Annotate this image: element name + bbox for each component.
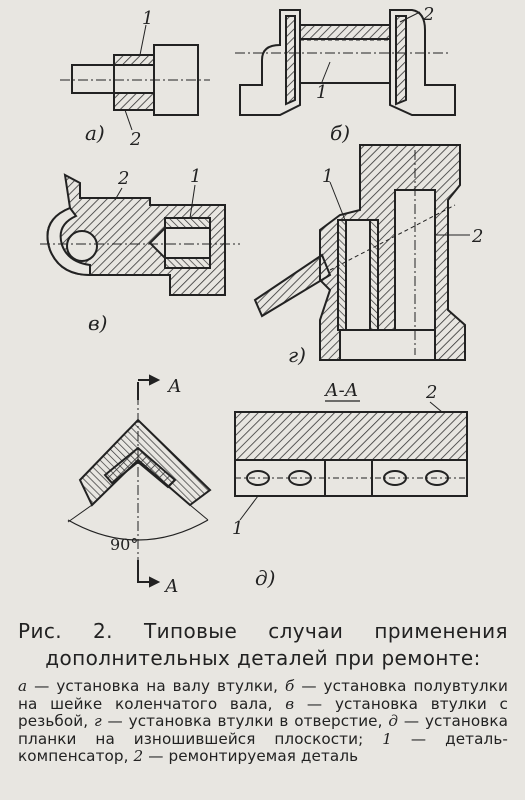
panel-b-letter: б) (330, 121, 350, 145)
panel-v-letter: в) (88, 311, 107, 335)
crank-cheek-right (389, 9, 456, 116)
panel-d-vblock (67, 374, 212, 588)
worn-part-section (234, 411, 468, 461)
section-arrowhead-bottom (149, 576, 161, 588)
panel-d-letter: д) (255, 566, 275, 590)
angle-value: 90° (110, 535, 138, 554)
caption-legend: а — установка на валу втулки, б — устано… (18, 677, 508, 766)
angle-ext-left (67, 504, 93, 523)
legend-item: 1 — деталь-компенсатор, (18, 729, 508, 765)
panel-g (253, 144, 470, 361)
side-boss (253, 253, 332, 318)
legend-item: б — установка полувтулки на шейке коленч… (18, 677, 508, 713)
panel-b (235, 9, 456, 116)
lever-eye-cut (46, 206, 91, 277)
insert-right-wall (369, 219, 379, 331)
leader-b-2 (399, 11, 421, 23)
panel-d-part-1: 1 (232, 518, 243, 539)
leader-v-2 (114, 187, 123, 201)
bushing-top-hatch (164, 217, 211, 229)
vblock-strips (103, 446, 177, 489)
drill-tip (148, 225, 166, 261)
leader-b-1 (321, 61, 331, 83)
panel-a-part-2: 2 (129, 129, 141, 150)
angle-ext-right (189, 504, 209, 521)
panel-g-letter: г) (288, 343, 306, 367)
legend-item: г — установка втулки в отверстие, (93, 712, 383, 730)
lever-hole (66, 230, 98, 262)
section-arrowhead-top (149, 374, 161, 386)
base-cavity (339, 329, 436, 361)
leader-d-1 (239, 495, 259, 521)
sleeve-bottom-hatch (113, 92, 155, 111)
panel-a-letter: а) (85, 121, 105, 145)
section-label: А-А (323, 380, 358, 401)
cheek-left-hatch (285, 15, 296, 106)
section-mark-bottom: А (163, 576, 179, 597)
legend-item: а — установка на валу втулки, (18, 677, 279, 695)
panel-g-part-1: 1 (322, 166, 333, 187)
legend-item: 2 — ремонтируемая деталь (133, 747, 359, 765)
caption-title: Рис. 2. Типовые случаи применения дополн… (18, 619, 508, 670)
panel-v-part-2: 2 (117, 168, 129, 189)
shaft-end (71, 64, 115, 94)
sleeve-top-hatch (113, 54, 155, 66)
bushing-bottom-hatch (164, 257, 211, 269)
half-sleeve-hatch (299, 24, 391, 40)
panel-g-part-2: 2 (471, 226, 483, 247)
technical-figure: 1 2 а) 2 1 б) 2 1 в) (40, 4, 483, 597)
panel-b-part-1: 1 (316, 82, 327, 103)
section-arrow-top (137, 379, 158, 400)
leader-g-1 (329, 181, 346, 221)
hidden-channel (329, 204, 456, 271)
crank-cheek-left (239, 9, 301, 116)
legend-item: д — установка планки на изношившейся пло… (18, 712, 508, 748)
panel-b-part-2: 2 (422, 4, 434, 25)
leader-v-1 (189, 184, 196, 219)
leader-d-2 (429, 401, 443, 413)
figure-caption: Рис. 2. Типовые случаи применения дополн… (18, 618, 508, 766)
leader-2 (124, 109, 133, 131)
panel-a-part-1: 1 (142, 8, 153, 29)
section-mark-top: А (166, 376, 182, 397)
angle-arc (67, 519, 209, 541)
panel-a (60, 24, 210, 131)
panel-d-section (234, 400, 468, 521)
section-arrow-bottom (137, 560, 158, 583)
panel-v-part-1: 1 (190, 166, 201, 187)
insert-left-wall (337, 219, 347, 331)
cheek-right-hatch (395, 15, 407, 106)
panel-v (40, 173, 240, 296)
leader-1 (139, 24, 147, 56)
legend-item: в — установка втулки с резьбой, (18, 694, 508, 730)
panel-d-part-2: 2 (425, 382, 437, 403)
